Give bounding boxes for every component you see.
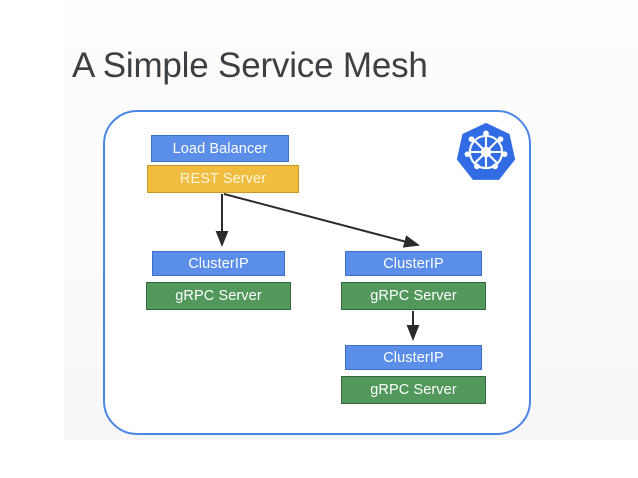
node-clusterip-bottom-service[interactable]: ClusterIP (345, 345, 482, 370)
node-grpc-server-bottom-workload[interactable]: gRPC Server (341, 376, 486, 404)
node-grpc-server-right-workload[interactable]: gRPC Server (341, 282, 486, 310)
node-grpc-server-left-workload[interactable]: gRPC Server (146, 282, 291, 310)
node-load-balancer-service[interactable]: Load Balancer (151, 135, 289, 162)
kubernetes-logo (455, 121, 517, 183)
node-clusterip-right-service[interactable]: ClusterIP (345, 251, 482, 276)
node-clusterip-left-service[interactable]: ClusterIP (152, 251, 285, 276)
node-rest-server-workload[interactable]: REST Server (147, 165, 299, 193)
page-title: A Simple Service Mesh (72, 46, 428, 85)
